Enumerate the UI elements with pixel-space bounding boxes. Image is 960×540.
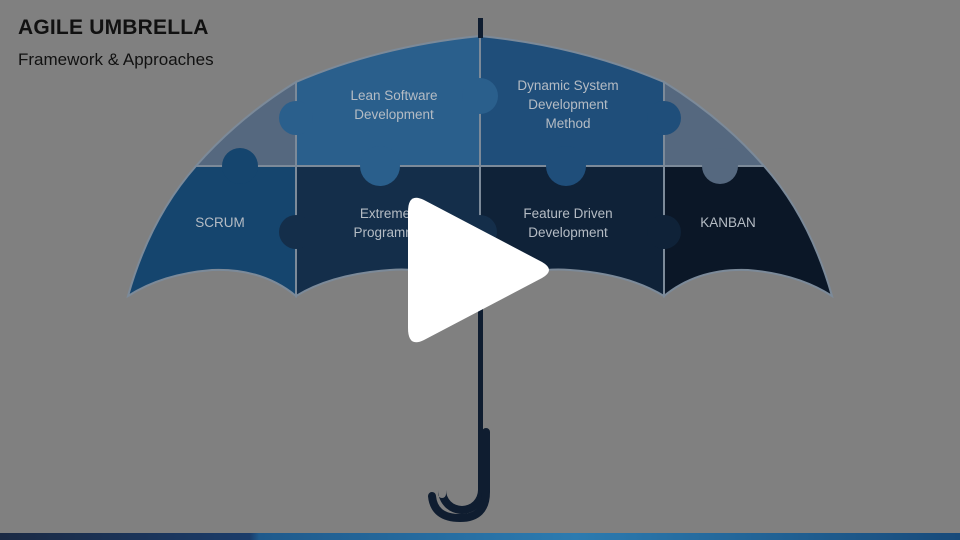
puzzle-knob [279, 101, 313, 135]
umbrella-segment-scrum [126, 165, 297, 299]
segment-label-xp: Extreme Programm [353, 206, 417, 240]
puzzle-knob [222, 148, 258, 184]
segment-label-lean: Lean Software Development [350, 88, 438, 122]
slide-title: AGILE UMBRELLA [18, 16, 209, 39]
play-button[interactable] [404, 186, 556, 354]
play-icon[interactable] [408, 197, 549, 343]
umbrella-segment-dsdm [479, 34, 665, 167]
bottom-accent-bar [0, 533, 960, 540]
puzzle-knob [360, 146, 400, 186]
puzzle-knob [279, 215, 313, 249]
segment-label-dsdm: Dynamic System Development Method [517, 78, 619, 131]
umbrella-handle-hook [428, 428, 490, 523]
puzzle-knob [647, 101, 681, 135]
segment-label-scrum: SCRUM [195, 215, 245, 230]
puzzle-knob [462, 78, 498, 114]
umbrella-shaft-top [478, 18, 483, 38]
puzzle-knob [647, 215, 681, 249]
segment-label-kanban: KANBAN [700, 215, 756, 230]
umbrella-handle [438, 430, 486, 514]
slide-subtitle: Framework & Approaches [18, 50, 214, 69]
segment-label-fdd: Feature Driven Development [523, 206, 613, 240]
puzzle-knob [546, 146, 586, 186]
puzzle-knob [702, 148, 738, 184]
umbrella-segment-kanban [663, 165, 834, 299]
